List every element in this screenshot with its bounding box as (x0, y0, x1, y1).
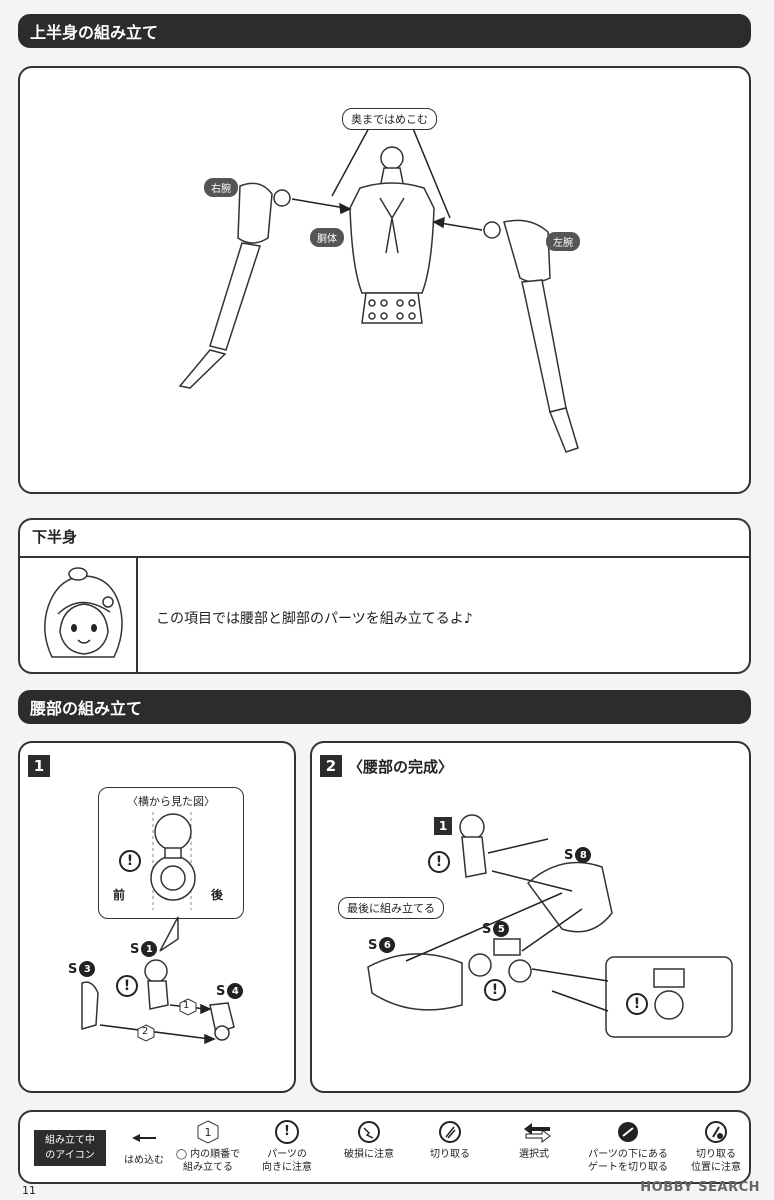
icon-legend: 組み立て中のアイコン はめ込む 1 ◯ 内の順番で組み立てる ! パーツの向きに… (18, 1110, 751, 1184)
label-right-arm: 右腕 (204, 178, 238, 197)
legend-item-insert: はめ込む (114, 1126, 174, 1167)
side-view-title: 〈横から見た図〉 (127, 795, 215, 808)
legend-item-under-gate: パーツの下にあるゲートを切り取る (582, 1120, 674, 1174)
cut-position-warning-icon (705, 1121, 727, 1143)
divider (20, 556, 749, 558)
upper-body-panel: 奥まではめこむ 右腕 胴体 左腕 (18, 66, 751, 494)
side-view-diagram (150, 812, 196, 910)
legend-item-selectable: 選択式 (504, 1120, 564, 1161)
step2-illustration (367, 814, 733, 1038)
arrow-left-icon (132, 1134, 156, 1142)
gate-cut-icon (618, 1122, 638, 1142)
breakage-warning-icon (358, 1121, 380, 1143)
legend-item-cut: 切り取る (420, 1120, 480, 1161)
lower-body-title: 下半身 (32, 528, 78, 546)
legend-item-breakage: 破損に注意 (336, 1120, 402, 1161)
label-back: 後 (211, 888, 224, 902)
orientation-warning-icon: ! (116, 975, 138, 997)
section-title: 上半身の組み立て (30, 23, 159, 42)
page-number: 11 (22, 1184, 36, 1197)
step1-panel: 1 〈横から見た図〉 ! 前 後 (18, 741, 296, 1093)
callout-assemble-last: 最後に組み立てる (338, 897, 444, 919)
order-1: 1 (183, 1000, 190, 1011)
step-title: 〈腰部の完成〉 (348, 758, 454, 776)
section-title: 腰部の組み立て (30, 699, 143, 718)
orientation-warning-icon: ! (275, 1120, 299, 1144)
side-view-box: 〈横から見た図〉 ! 前 後 (98, 787, 244, 919)
upper-body-illustration (178, 125, 579, 453)
double-arrow-icon (524, 1123, 551, 1143)
callout-insert-fully: 奥まではめこむ (342, 108, 437, 130)
hexagon-order-icon: 1 (197, 1120, 219, 1144)
legend-item-cut-position: 切り取る位置に注意 (684, 1120, 748, 1174)
step-number: 1 (28, 755, 50, 777)
lower-body-panel: 下半身 この項目では腰部と脚部のパーツを組み立てるよ♪ (18, 518, 751, 674)
label-front: 前 (113, 888, 126, 902)
legend-title: 組み立て中のアイコン (34, 1130, 106, 1166)
watermark-logo: HOBBY SEARCH (640, 1180, 760, 1195)
ref-step-box: 1 (434, 817, 452, 835)
label-torso: 胴体 (310, 228, 344, 247)
legend-item-order: 1 ◯ 内の順番で組み立てる (172, 1120, 244, 1174)
lower-body-message: この項目では腰部と脚部のパーツを組み立てるよ♪ (156, 611, 473, 627)
mascot-avatar (44, 567, 123, 658)
divider (136, 558, 138, 672)
nipper-cut-icon (439, 1121, 461, 1143)
orientation-warning-icon: ! (428, 851, 450, 873)
label-left-arm: 左腕 (546, 232, 580, 251)
svg-text:1: 1 (205, 1126, 212, 1139)
legend-item-orientation: ! パーツの向きに注意 (252, 1120, 322, 1174)
section-header-waist: 腰部の組み立て (18, 690, 751, 724)
order-2: 2 (142, 1026, 149, 1037)
step1-illustration (81, 916, 235, 1045)
orientation-warning-icon: ! (626, 993, 648, 1015)
section-header-upper-body: 上半身の組み立て (18, 14, 751, 48)
orientation-warning-icon: ! (119, 850, 141, 872)
orientation-warning-icon: ! (484, 979, 506, 1001)
step-number: 2 (320, 755, 342, 777)
